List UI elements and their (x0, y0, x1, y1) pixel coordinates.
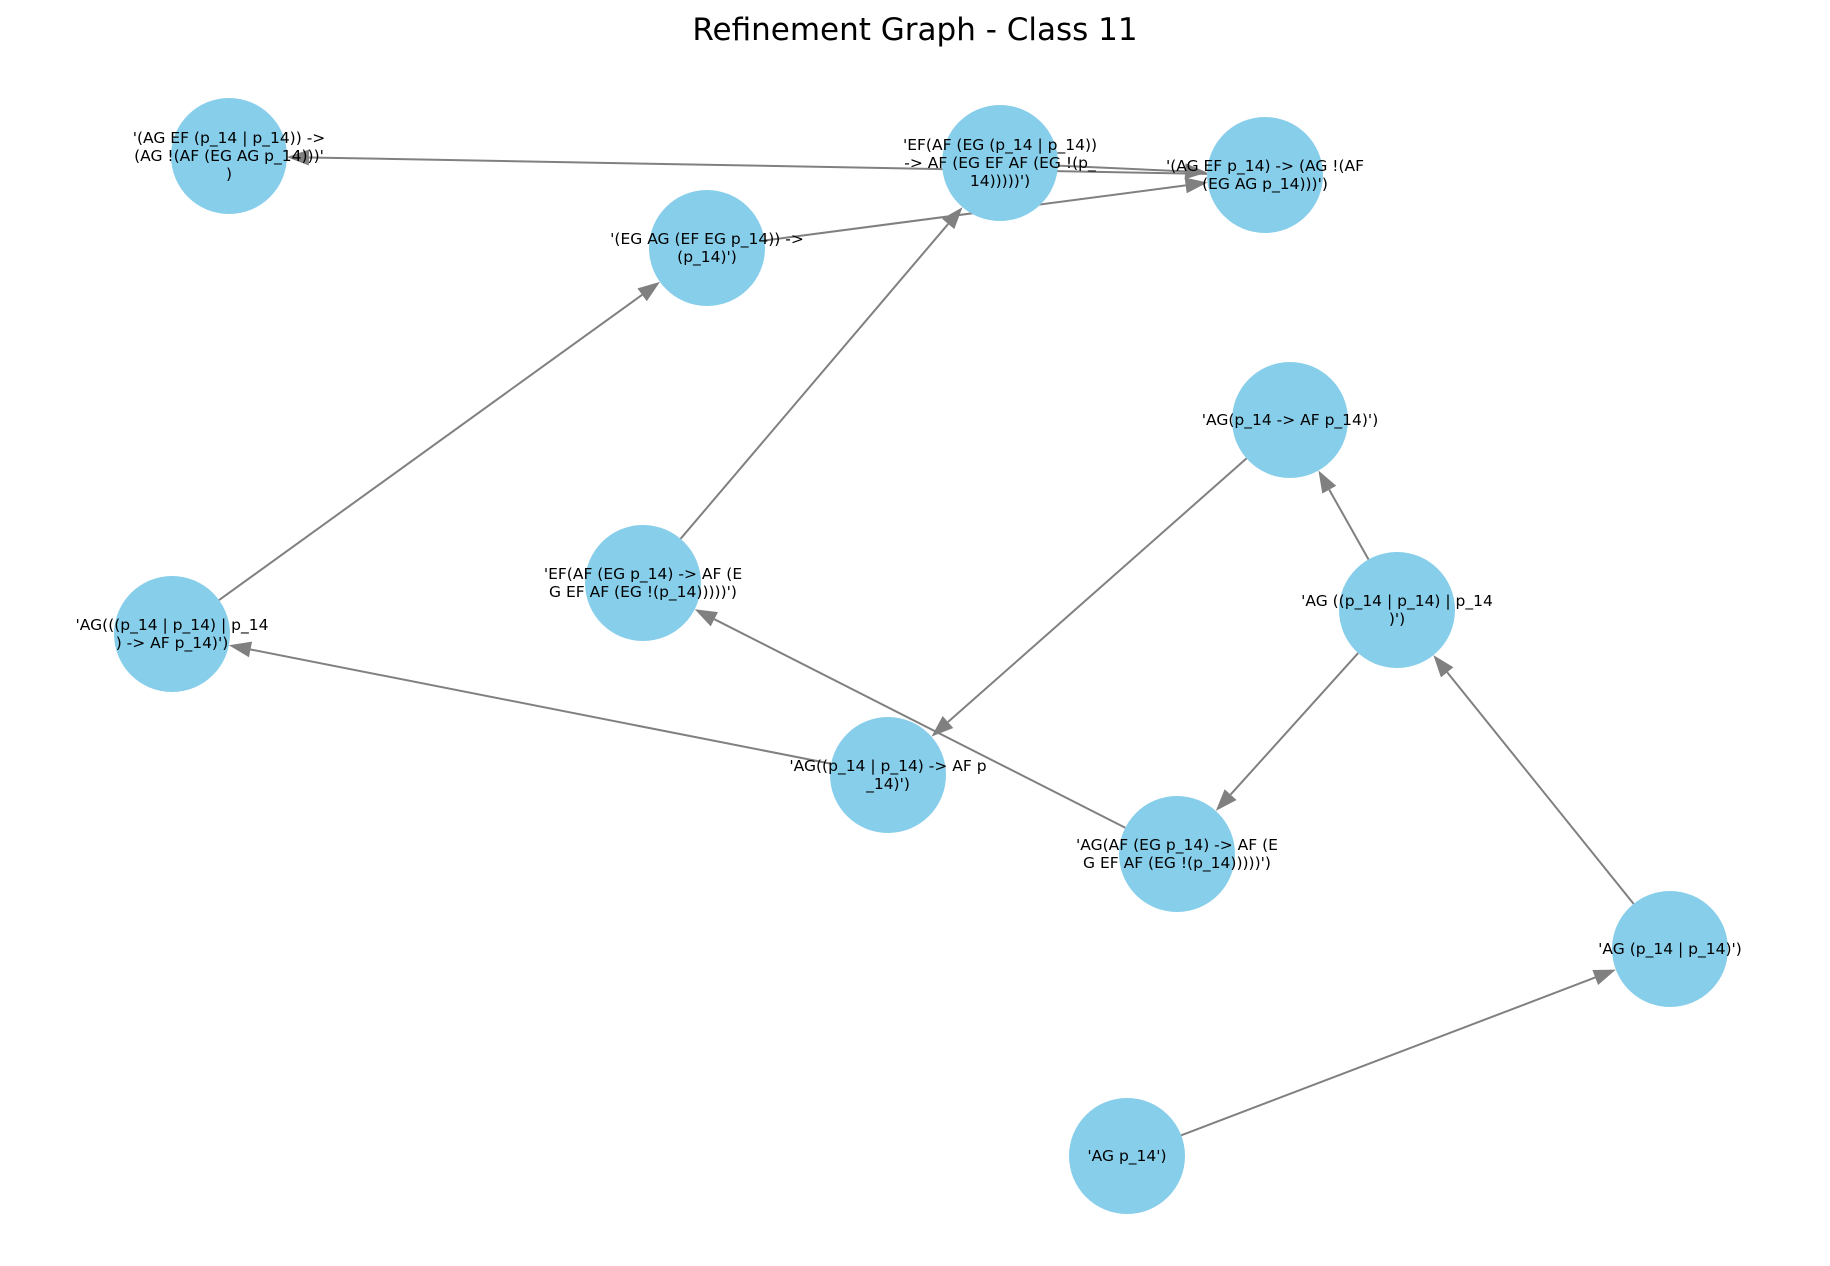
node-label: G EF AF (EG !(p_14)))))') (549, 583, 737, 602)
edge-n9-n7 (228, 641, 832, 765)
graph-node-n11: 'AG (p_14 | p_14)') (1598, 891, 1742, 1007)
graph-node-n5: 'AG(p_14 -> AF p_14)') (1202, 362, 1379, 478)
node-circle (585, 525, 701, 641)
graph-node-n7: 'AG(((p_14 | p_14) | p_14) -> AF p_14)') (76, 576, 269, 692)
node-label: 'EF(AF (EG (p_14 | p_14)) (903, 136, 1097, 155)
graph-title: Refinement Graph - Class 11 (692, 12, 1137, 48)
graph-node-n4: '(EG AG (EF EG p_14)) ->(p_14)') (610, 190, 804, 306)
node-circle (830, 717, 946, 833)
graph-node-n9: 'AG((p_14 | p_14) -> AF p_14)') (789, 717, 987, 833)
node-label: (AG !(AF (EG AG p_14)))' (134, 147, 324, 166)
arrowhead-icon (1318, 470, 1337, 494)
node-label: (p_14)') (677, 248, 737, 267)
graph-node-n2: 'EF(AF (EG (p_14 | p_14))-> AF (EG EF AF… (903, 105, 1097, 221)
node-circle (1339, 552, 1455, 668)
edge-line (250, 648, 832, 765)
arrowhead-icon (637, 281, 660, 302)
node-label: )') (1389, 610, 1405, 628)
edge-n8-n5 (1318, 470, 1370, 560)
node-label: 'AG(((p_14 | p_14) | p_14 (76, 616, 269, 635)
node-circle (1119, 796, 1235, 912)
graph-node-n6: 'EF(AF (EG p_14) -> AF (EG EF AF (EG !(p… (544, 525, 742, 641)
edge-n6-n2 (679, 207, 963, 540)
edge-line (947, 457, 1248, 723)
edge-line (218, 293, 643, 601)
node-label: '(AG EF (p_14 | p_14)) -> (133, 129, 326, 148)
graph-node-n3: '(AG EF p_14) -> (AG !(AF(EG AG p_14)))'… (1166, 117, 1364, 233)
edge-line (1180, 976, 1596, 1137)
node-circle (1612, 891, 1728, 1007)
edge-line (1229, 652, 1359, 796)
node-circle (1069, 1098, 1185, 1214)
node-label: -> AF (EG EF AF (EG !(p_ (904, 154, 1096, 173)
node-circle (942, 105, 1058, 221)
arrowhead-icon (286, 149, 310, 166)
arrowhead-icon (1592, 969, 1616, 985)
node-label: '(AG EF p_14) -> (AG !(AF (1166, 157, 1364, 176)
arrowhead-icon (1433, 655, 1454, 678)
node-label: 'AG(p_14 -> AF p_14)') (1202, 411, 1379, 430)
node-circle (114, 576, 230, 692)
edge-line (1057, 164, 1186, 173)
node-label: 'AG((p_14 | p_14) -> AF p (789, 757, 986, 776)
node-label: G EF AF (EG !(p_14)))))') (1083, 854, 1271, 873)
graph-node-n1: '(AG EF (p_14 | p_14)) ->(AG !(AF (EG AG… (133, 98, 326, 214)
edge-n2-n3 (1057, 163, 1208, 180)
nodes-layer: '(AG EF (p_14 | p_14)) ->(AG !(AF (EG AG… (76, 98, 1742, 1214)
edge-n11-n8 (1433, 655, 1635, 905)
edge-line (679, 223, 949, 540)
edge-n5-n9 (931, 457, 1248, 737)
arrowhead-icon (694, 609, 718, 627)
node-label: 'EF(AF (EG p_14) -> AF (E (544, 565, 742, 584)
node-label: '(EG AG (EF EG p_14)) -> (610, 230, 804, 249)
edge-n7-n4 (218, 281, 660, 601)
arrowhead-icon (942, 207, 963, 230)
edge-n8-n10 (1215, 652, 1359, 811)
edge-line (713, 618, 1126, 829)
graph-node-n10: 'AG(AF (EG p_14) -> AF (EG EF AF (EG !(p… (1076, 796, 1278, 912)
node-label: _14)') (865, 775, 910, 794)
edge-line (1328, 489, 1370, 560)
arrowhead-icon (1184, 163, 1208, 180)
node-label: 14)))))') (970, 172, 1030, 190)
edge-n10-n6 (694, 609, 1126, 829)
edge-n12-n11 (1180, 969, 1616, 1137)
node-circle (1207, 117, 1323, 233)
node-circle (1232, 362, 1348, 478)
edges-layer (218, 149, 1635, 1137)
node-label: 'AG p_14') (1087, 1147, 1166, 1166)
node-circle (649, 190, 765, 306)
node-label: ) (226, 165, 232, 183)
arrowhead-icon (228, 641, 253, 658)
arrowhead-icon (1184, 177, 1208, 194)
node-label: 'AG(AF (EG p_14) -> AF (E (1076, 836, 1278, 855)
node-label: (EG AG p_14)))') (1202, 175, 1328, 194)
graph-node-n12: 'AG p_14') (1069, 1098, 1185, 1214)
edge-line (1446, 671, 1635, 905)
node-label: ) -> AF p_14)') (116, 634, 229, 653)
node-label: 'AG ((p_14 | p_14) | p_14 (1301, 592, 1493, 611)
graph-node-n8: 'AG ((p_14 | p_14) | p_14)') (1301, 552, 1493, 668)
node-label: 'AG (p_14 | p_14)') (1598, 940, 1742, 959)
arrowhead-icon (1215, 789, 1237, 811)
node-circle (171, 98, 287, 214)
